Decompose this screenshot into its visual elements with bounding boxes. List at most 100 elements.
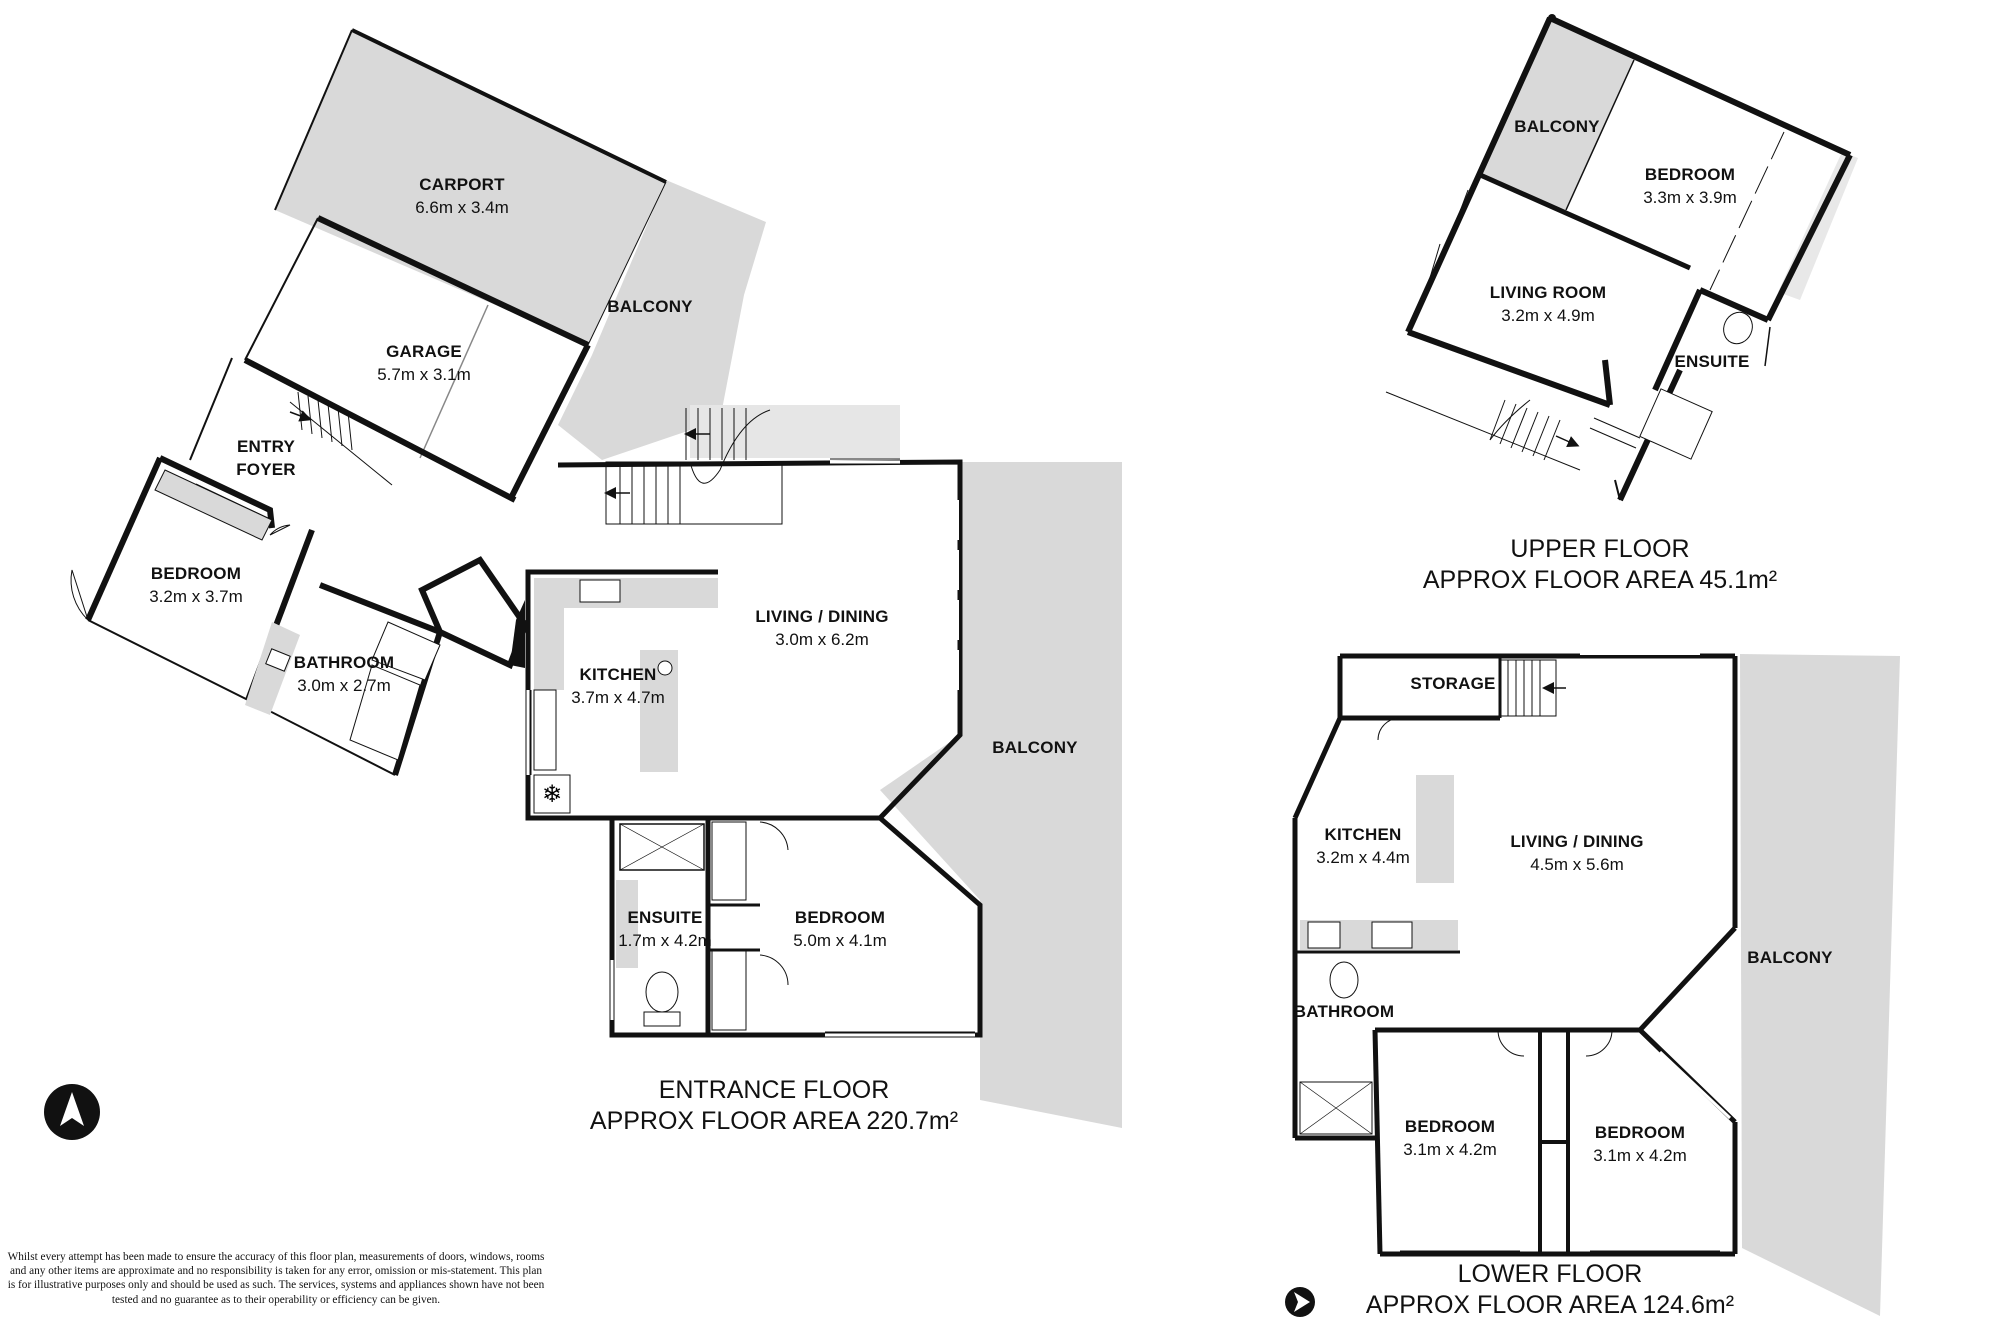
room-name: BATHROOM: [293, 653, 395, 672]
shower-icon: [371, 621, 441, 681]
room-label-upper-bedroom: BEDROOM 3.3m x 3.9m: [1643, 163, 1737, 209]
floor-name: UPPER FLOOR: [1510, 535, 1690, 563]
sink-icon: [1371, 921, 1413, 949]
room-name: LIVING / DINING: [755, 607, 889, 626]
room-name: ENSUITE: [1674, 352, 1750, 371]
carport-area: [275, 30, 666, 345]
lower-balcony-area: [1740, 654, 1900, 1316]
room-label-lower-bathroom: BATHROOM: [1294, 1000, 1394, 1023]
room-name: STORAGE: [1410, 674, 1496, 693]
room-label-lower-bedroom-2: BEDROOM 3.1m x 4.2m: [1593, 1121, 1687, 1167]
disclaimer-text: Whilst every attempt has been made to en…: [7, 1251, 545, 1306]
room-label-balcony-right: BALCONY: [992, 736, 1077, 759]
floor-name: ENTRANCE FLOOR: [658, 1076, 890, 1104]
room-dimensions: 3.0m x 6.2m: [775, 630, 869, 649]
room-name: BALCONY: [992, 738, 1078, 757]
sink-icon: [265, 648, 291, 672]
room-label-upper-ensuite: ENSUITE: [1674, 350, 1749, 373]
room-label-lower-balcony: BALCONY: [1747, 946, 1832, 969]
room-label-bedroom: BEDROOM 3.2m x 3.7m: [149, 562, 243, 608]
room-name: BEDROOM: [794, 908, 886, 927]
room-name: FOYER: [236, 460, 296, 479]
snowflake-icon: ❄: [542, 780, 562, 808]
room-name: BATHROOM: [1293, 1002, 1395, 1021]
room-name: BEDROOM: [1594, 1123, 1686, 1142]
room-dimensions: 3.0m x 2.7m: [297, 676, 391, 695]
room-label-ensuite: ENSUITE 1.7m x 4.2m: [618, 906, 712, 952]
room-name: BALCONY: [1747, 948, 1833, 967]
storage-bench: [1340, 658, 1500, 712]
floor-area: APPROX FLOOR AREA 220.7m²: [589, 1107, 959, 1135]
balcony-right-area: [880, 462, 1122, 1128]
room-label-balcony-top: BALCONY: [607, 295, 692, 318]
north-arrow-icon: [1285, 1287, 1315, 1317]
toilet-icon: [645, 971, 679, 1013]
entry-stairs: [289, 391, 393, 486]
room-name: LIVING / DINING: [1510, 832, 1644, 851]
room-label-master-bedroom: BEDROOM 5.0m x 4.1m: [793, 906, 887, 952]
stair-arrow-icon: [1555, 435, 1580, 448]
room-dimensions: 3.7m x 4.7m: [571, 688, 665, 707]
balcony-top-area: [558, 180, 766, 460]
upper-floor-plan: [1385, 14, 1858, 502]
shower-icon: [1639, 388, 1713, 460]
floor-name: LOWER FLOOR: [1457, 1260, 1643, 1288]
lower-stairs: [1499, 659, 1557, 717]
room-dimensions: 3.2m x 4.9m: [1501, 306, 1595, 325]
toilet-icon: [1723, 311, 1753, 345]
room-name: GARAGE: [386, 342, 462, 361]
room-dimensions: 3.1m x 4.2m: [1593, 1146, 1687, 1165]
room-label-lower-bedroom-1: BEDROOM 3.1m x 4.2m: [1403, 1115, 1497, 1161]
room-dimensions: 4.5m x 5.6m: [1530, 855, 1624, 874]
room-name: KITCHEN: [579, 665, 657, 684]
room-name: LIVING ROOM: [1489, 283, 1607, 302]
room-dimensions: 3.1m x 4.2m: [1403, 1140, 1497, 1159]
room-name: CARPORT: [419, 175, 505, 194]
wardrobe-area: [154, 469, 273, 541]
north-arrow-icon: [44, 1084, 100, 1140]
room-label-lower-kitchen: KITCHEN 3.2m x 4.4m: [1316, 823, 1410, 869]
bathtub: [349, 664, 421, 761]
sink-icon: [533, 689, 557, 771]
cooktop: [579, 579, 621, 603]
stair-arrow-icon: [289, 410, 312, 422]
floor-area: APPROX FLOOR AREA 124.6m²: [1365, 1291, 1735, 1319]
room-label-living-dining: LIVING / DINING 3.0m x 6.2m: [755, 605, 888, 651]
room-label-carport: CARPORT 6.6m x 3.4m: [415, 173, 509, 219]
kitchen-island: [1416, 775, 1454, 883]
room-label-upper-balcony: BALCONY: [1514, 115, 1599, 138]
upper-floor-title: UPPER FLOOR APPROX FLOOR AREA 45.1m²: [1423, 534, 1777, 596]
room-name: BEDROOM: [1644, 165, 1736, 184]
entrance-floor-plan: ❄: [44, 28, 1122, 1140]
room-label-bathroom: BATHROOM 3.0m x 2.7m: [294, 651, 394, 697]
main-stairs: [605, 408, 783, 525]
room-label-kitchen: KITCHEN 3.7m x 4.7m: [571, 663, 665, 709]
room-dimensions: 3.3m x 3.9m: [1643, 188, 1737, 207]
vanity-area: [616, 880, 638, 968]
room-name: BEDROOM: [1404, 1117, 1496, 1136]
entrance-floor-title: ENTRANCE FLOOR APPROX FLOOR AREA 220.7m²: [590, 1075, 958, 1137]
room-label-lower-living-dining: LIVING / DINING 4.5m x 5.6m: [1510, 830, 1643, 876]
room-dimensions: 5.7m x 3.1m: [377, 365, 471, 384]
room-name: BALCONY: [607, 297, 693, 316]
upper-balcony-area: [1478, 18, 1634, 210]
kitchen-bench: [534, 578, 718, 690]
room-label-entry-foyer: ENTRY FOYER: [236, 435, 296, 481]
room-dimensions: 3.2m x 3.7m: [149, 587, 243, 606]
room-name: KITCHEN: [1324, 825, 1402, 844]
room-name: BEDROOM: [150, 564, 242, 583]
room-name: BALCONY: [1514, 117, 1600, 136]
room-label-upper-living-room: LIVING ROOM 3.2m x 4.9m: [1490, 281, 1606, 327]
lower-floor-plan: [1285, 651, 1900, 1317]
room-dimensions: 6.6m x 3.4m: [415, 198, 509, 217]
vanity-area: [245, 622, 300, 715]
room-label-garage: GARAGE 5.7m x 3.1m: [377, 340, 471, 386]
room-name: ENTRY: [237, 437, 295, 456]
lower-floor-title: LOWER FLOOR APPROX FLOOR AREA 124.6m²: [1366, 1259, 1734, 1321]
room-dimensions: 1.7m x 4.2m: [618, 931, 712, 950]
room-dimensions: 5.0m x 4.1m: [793, 931, 887, 950]
stair-landing-area: [690, 405, 900, 458]
toilet-icon: [1329, 961, 1359, 999]
floor-area: APPROX FLOOR AREA 45.1m²: [1422, 566, 1778, 594]
